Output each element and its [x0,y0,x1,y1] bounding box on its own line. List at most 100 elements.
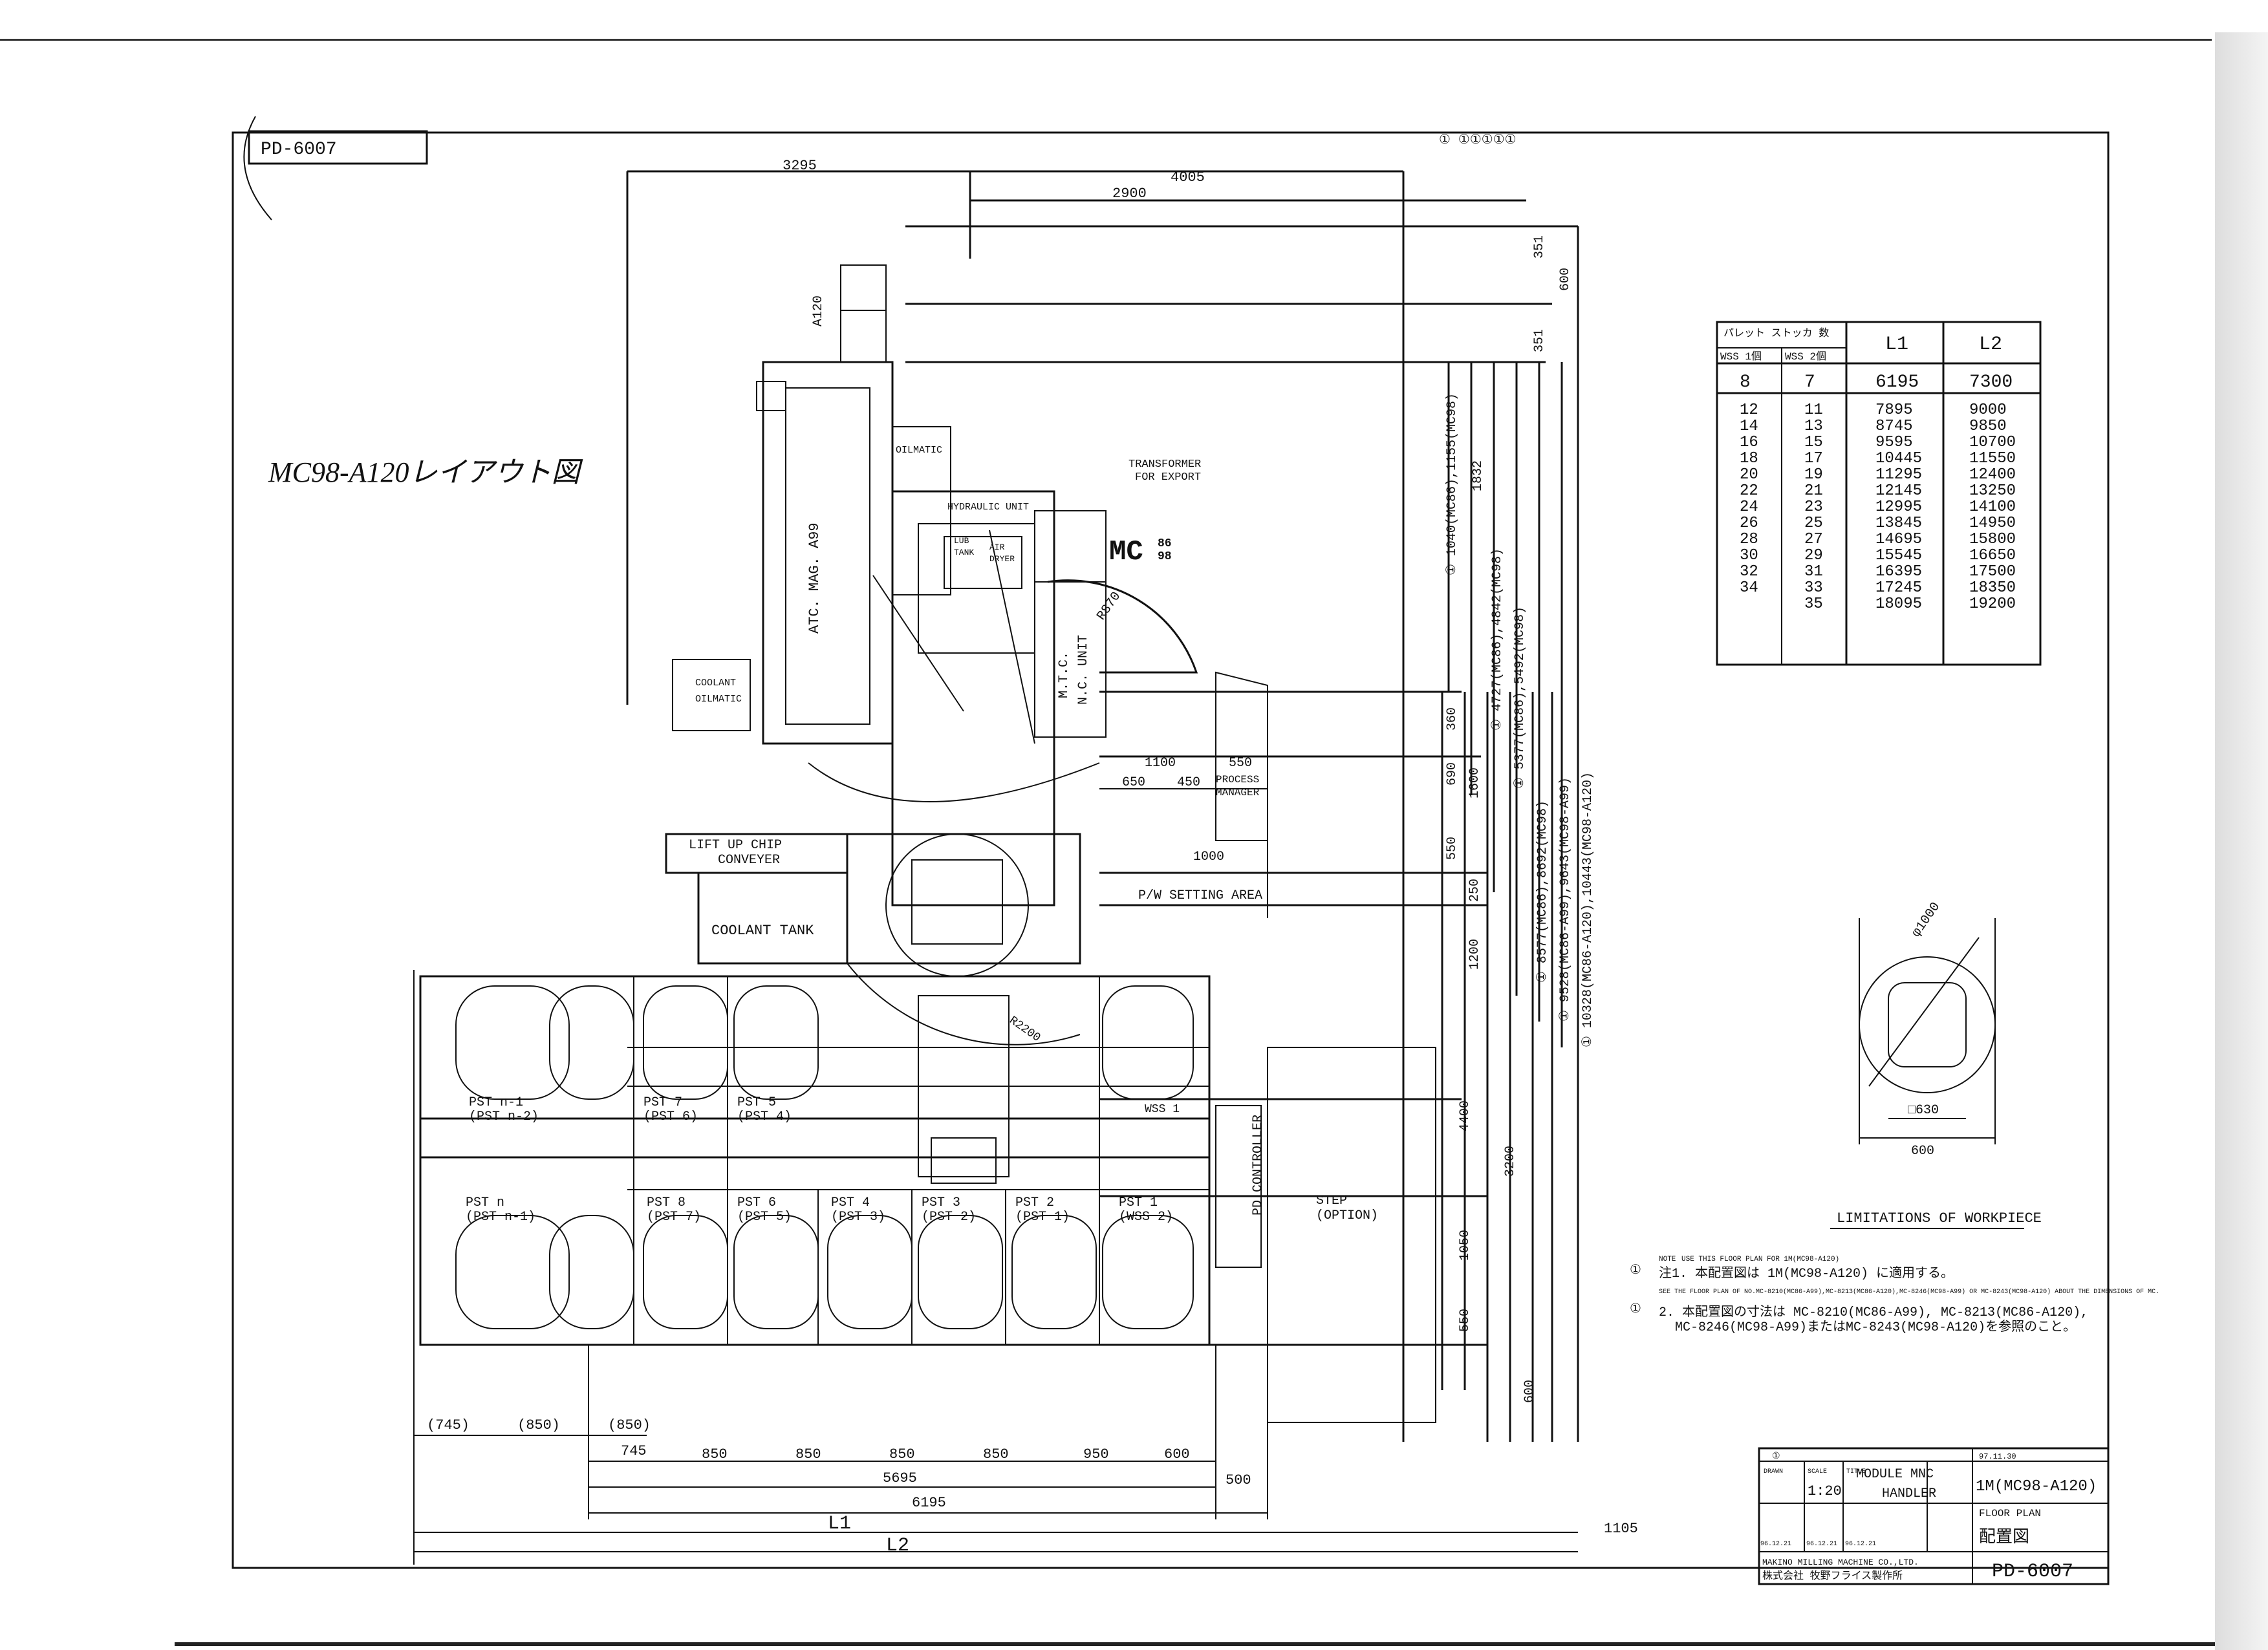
label-air: AIR [989,542,1005,552]
dim-550-a: 550 [1445,837,1460,860]
station-outline-b5 [918,1215,1003,1329]
title-block-frame [1758,1447,2110,1585]
label-nc-unit: N.C. UNIT [1076,635,1091,705]
dim-1050: 1050 [1458,1230,1473,1261]
magazine-bracket [756,381,786,411]
tb-company-jp: 株式会社 牧野フライス製作所 [1762,1570,1903,1582]
note-1-mark: ① [1630,1263,1641,1278]
atc-magazine [762,361,894,745]
station-bottom-2-b: (PST 5) [737,1210,792,1225]
id-tag-box [248,130,428,165]
table-header-top: パレット ストッカ 数 [1723,327,1829,339]
tb-drawing-no: PD-6007 [1992,1561,2073,1583]
bdim-600: 600 [1164,1446,1190,1462]
dim-3295: 3295 [783,158,817,174]
dim-1200: 1200 [1467,939,1482,970]
station-bottom-1-a: PST 8 [647,1195,686,1210]
table-col-l2: L2 [1979,334,2002,356]
dim-360: 360 [1445,707,1460,731]
dim-8692: ① 8577(MC86),8692(MC98) [1535,800,1550,983]
arm-1 [989,530,1035,744]
pd-controller-box [1215,1105,1262,1268]
dim-1832: 1832 [1471,460,1485,491]
radius-r2200: R2200 [1007,1014,1043,1045]
station-outline-b0 [455,1215,570,1329]
atc-a120-extension [840,264,887,363]
label-pw-setting: P/W SETTING AREA [1138,888,1262,903]
station-bottom-4-a: PST 3 [922,1195,960,1210]
station-bottom-0-b: (PST n-1) [466,1210,535,1225]
dim-1600: 1600 [1467,767,1482,798]
table-cell-r8-c0: 26 [1740,515,1758,532]
swing-arc-r2200 [847,963,1081,1045]
table-cell-r7-c3: 14100 [1969,498,2016,516]
stock-table-frame [1716,321,2042,666]
table-col-l1: L1 [1885,334,1908,356]
dim-10443: ① 10328(MC86-A120),10443(MC98-A120) [1581,772,1595,1047]
carriage-base [931,1137,997,1184]
station-bottom-2-a: PST 6 [737,1195,776,1210]
label-for-export: FOR EXPORT [1135,471,1201,484]
label-atc-magazine: ATC. MAG. A99 [806,522,823,634]
arm-2 [872,575,964,712]
table-cell-r9-c3: 15800 [1969,531,2016,548]
table-cell-r5-c1: 19 [1804,466,1823,484]
note-1-en: USE THIS FLOOR PLAN FOR 1M(MC98-A120) [1681,1256,1839,1263]
station-bottom-6-b: (WSS 2) [1119,1210,1173,1225]
table-cell-r2-c0: 14 [1740,418,1758,435]
label-coolant: COOLANT [695,678,736,689]
dim-600-a: 600 [1558,268,1573,291]
station-bottom-0-a: PST n [466,1195,504,1210]
dim-351-b: 351 [1532,329,1547,352]
dim-690: 690 [1445,762,1460,786]
label-option: (OPTION) [1316,1208,1378,1223]
dim-450: 450 [1177,775,1200,790]
label-lift-up-chip: LIFT UP CHIP [689,838,782,853]
station-outline-t3 [733,985,819,1100]
dim-a120: A120 [811,295,826,327]
note-2-en: SEE THE FLOOR PLAN OF NO.MC-8210(MC86-A9… [1659,1288,2159,1296]
tb-title-label: TITLE [1846,1468,1866,1475]
dim-250: 250 [1467,879,1482,902]
transformer-box [1034,510,1107,583]
table-cell-r5-c3: 12400 [1969,466,2016,484]
scan-right-edge [2215,32,2268,1650]
dim-4400: 4400 [1458,1100,1473,1131]
scan-top-edge [0,39,2212,41]
station-bottom-5-b: (PST 1) [1015,1210,1070,1225]
note-2-jp-2: MC-8246(MC98-A99)またはMC-8243(MC98-A120)を参… [1675,1319,2076,1335]
note-1-jp: 注1. 本配置図は 1M(MC98-A120) に適用する。 [1659,1265,1954,1281]
table-cell-r4-c1: 17 [1804,450,1823,467]
dim-9643: ① 9528(MC86-A99),9643(MC98-A99) [1558,777,1573,1022]
atc-a120-top [840,310,887,363]
station-bottom-3-a: PST 4 [831,1195,870,1210]
table-cell-r0-c1: 7 [1804,372,1815,392]
workpiece-square [1888,982,1967,1067]
label-lub: LUB [954,536,969,546]
station-outline-wss1 [1102,985,1194,1100]
tb-model: 1M(MC98-A120) [1976,1478,2097,1495]
table-cell-r6-c0: 22 [1740,482,1758,500]
table-cell-r5-c2: 11295 [1875,466,1922,484]
nc-unit [1034,581,1107,738]
label-step: STEP [1316,1194,1347,1208]
dim-550-c: 550 [1229,756,1252,771]
tb-drawn-label: DRAWN [1764,1468,1783,1475]
note-2-jp-1: 2. 本配置図の寸法は MC-8210(MC86-A99), MC-8213(M… [1659,1304,2088,1320]
table-cell-r12-c2: 17245 [1875,579,1922,597]
dim-3200: 3200 [1503,1146,1518,1177]
lub-tank [944,536,1022,589]
table-cell-r10-c0: 30 [1740,547,1758,564]
door-swing-r870 [1047,579,1198,674]
label-mc-86: 86 [1158,537,1172,550]
tb-floor-plan: FLOOR PLAN [1979,1508,2041,1519]
table-cell-r0-c2: 6195 [1875,372,1919,392]
table-cell-r9-c0: 28 [1740,531,1758,548]
coolant-oilmatic-box [672,659,751,731]
table-cell-r1-c2: 7895 [1875,402,1913,419]
tb-title-1: MODULE MNC [1856,1467,1934,1482]
bdim-745-paren: (745) [427,1417,470,1433]
station-top-1-b: (PST 6) [643,1109,698,1124]
table-cell-r13-c3: 19200 [1969,595,2016,613]
